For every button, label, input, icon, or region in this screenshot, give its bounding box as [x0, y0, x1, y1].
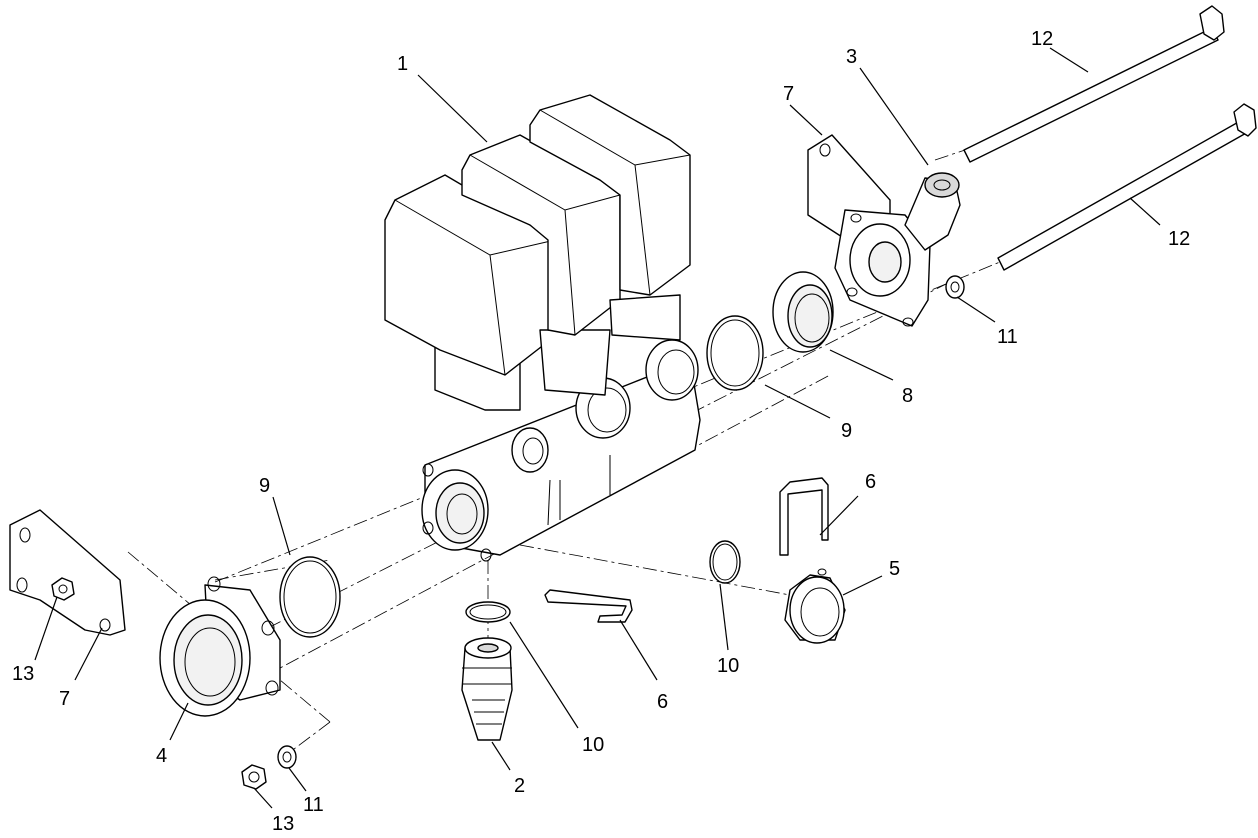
valve-outlet-caps: [575, 339, 699, 439]
callout-6-lower: 6: [657, 691, 668, 713]
callout-13-bottom: 13: [272, 813, 294, 835]
o-ring-small: [709, 540, 741, 584]
bolt-upper: [963, 5, 1225, 163]
callout-5: 5: [889, 558, 900, 580]
valve-body: [421, 359, 701, 562]
callout-9-right: 9: [841, 420, 852, 442]
nut-left: [51, 577, 75, 601]
callout-2: 2: [514, 775, 525, 797]
solenoid-actuator-1: [384, 174, 556, 411]
o-ring-right: [706, 315, 764, 391]
leader-lines: [34, 47, 1161, 809]
callout-9-left: 9: [259, 475, 270, 497]
end-cap: [784, 568, 846, 644]
callout-6-upper: 6: [865, 471, 876, 493]
solenoid-actuator-2: [461, 134, 621, 396]
nut-bottom: [241, 764, 267, 790]
callout-10-right: 10: [717, 655, 739, 677]
washer-right: [945, 275, 965, 299]
callout-11-right: 11: [997, 326, 1018, 348]
retaining-pin-upper: [779, 477, 829, 556]
bracket-left: [9, 509, 126, 636]
washer-left: [277, 745, 297, 769]
hose-barb: [461, 637, 513, 741]
callout-10-bottom: 10: [582, 734, 604, 756]
callout-7-right: 7: [783, 83, 794, 105]
callout-4: 4: [156, 745, 167, 767]
callout-13-left: 13: [12, 663, 34, 685]
o-ring-bottom: [465, 601, 511, 623]
callout-1: 1: [397, 53, 408, 75]
callout-11-left: 11: [303, 794, 324, 816]
solenoid-actuator-3: [529, 94, 691, 341]
callout-12-lower: 12: [1168, 228, 1190, 250]
callout-7-left: 7: [59, 688, 70, 710]
callout-labels: 1 3 12 7 12 11 8 9 9 6 5 10 6 10 2 4 7 1…: [12, 28, 1190, 835]
callout-8: 8: [902, 385, 913, 407]
adapter-ring: [772, 271, 834, 353]
flange-fitting: [159, 576, 281, 717]
o-ring-left: [279, 556, 341, 638]
end-fitting: [834, 172, 961, 327]
bolt-lower: [997, 103, 1257, 271]
retaining-pin-lower: [544, 589, 633, 623]
callout-12-upper: 12: [1031, 28, 1053, 50]
callout-3: 3: [846, 46, 857, 68]
